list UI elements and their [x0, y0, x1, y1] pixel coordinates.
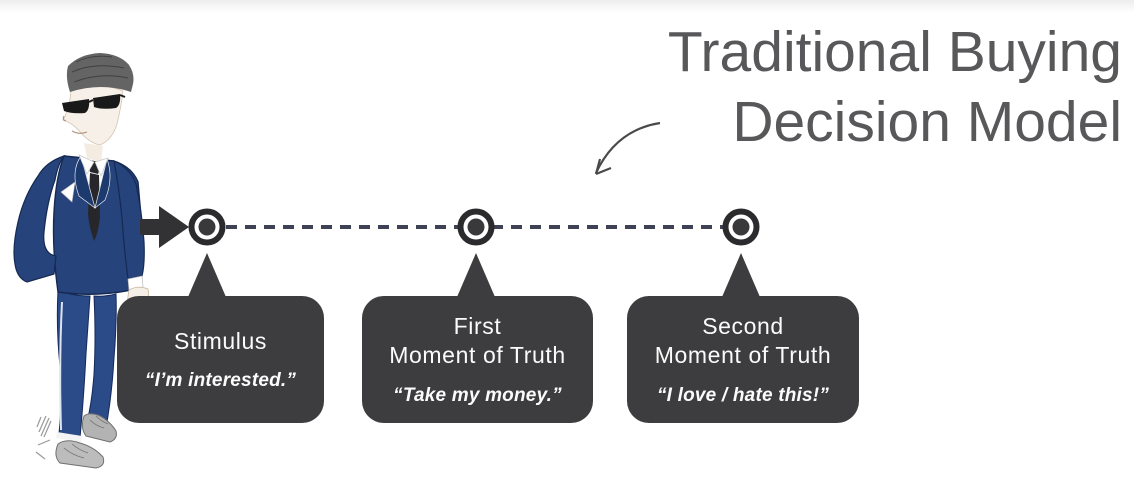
hair — [66, 53, 134, 92]
page-title: Traditional Buying Decision Model — [668, 18, 1122, 157]
back-shoe — [81, 413, 117, 443]
bubble-quote: “I love / hate this!” — [656, 384, 830, 406]
collar-left — [78, 154, 95, 175]
bubble-heading: Stimulus — [174, 327, 267, 356]
bubble-quote: “I’m interested.” — [144, 370, 297, 392]
trouser-back-leg — [86, 293, 117, 429]
bubble-pointer — [722, 253, 760, 297]
title-line-1: Traditional Buying — [667, 20, 1122, 84]
bubble-heading: First Moment of Truth — [389, 312, 565, 370]
timeline-node-second-moment — [722, 208, 760, 246]
bubble-pointer — [188, 253, 226, 297]
timeline-node-stimulus — [188, 208, 226, 246]
sock-band — [56, 432, 82, 442]
flow-arrow-icon — [140, 206, 189, 248]
bubble-stimulus: Stimulus “I’m interested.” — [117, 253, 324, 423]
arm-in-pocket — [13, 154, 66, 283]
collar-right — [94, 157, 109, 177]
bubble-heading-line: Moment of Truth — [389, 342, 566, 368]
bubble-quote: “Take my money.” — [393, 384, 562, 406]
bubble-first-moment-of-truth: First Moment of Truth “Take my money.” — [362, 253, 593, 423]
face — [62, 85, 124, 146]
lapel-left — [74, 155, 96, 209]
bubble-heading-line: Moment of Truth — [654, 342, 832, 368]
top-gradient-strip — [0, 0, 1134, 13]
front-shoe-detail — [63, 443, 89, 459]
title-line-2: Decision Model — [732, 89, 1122, 154]
bubble-heading-line: First — [453, 313, 502, 340]
back-shoe-detail — [89, 415, 109, 429]
sunglasses-icon — [93, 94, 121, 109]
bubble-pointer — [457, 253, 495, 297]
lapel-right — [94, 157, 111, 209]
sunglasses-bridge — [88, 94, 126, 103]
arm-hanging — [113, 159, 145, 280]
bubble-second-moment-of-truth: Second Moment of Truth “I love / hate th… — [627, 253, 859, 423]
timeline-node-first-moment — [457, 208, 495, 246]
nose-mouth-lines — [62, 115, 88, 134]
sunglasses-icon — [62, 99, 90, 114]
artist-signature — [35, 415, 52, 460]
businessman-illustration-icon — [13, 53, 150, 469]
curved-arrow-icon — [594, 121, 661, 176]
bubble-heading: Second Moment of Truth — [655, 312, 831, 370]
hair-strokes — [71, 55, 129, 83]
front-shoe — [55, 440, 105, 469]
bubble-heading-line: Second — [702, 313, 784, 340]
shirt-cuff — [127, 275, 144, 291]
bubble-heading-line: Stimulus — [174, 327, 267, 354]
trouser-highlight — [59, 301, 63, 431]
neck — [84, 143, 103, 162]
pocket-square — [60, 181, 76, 203]
